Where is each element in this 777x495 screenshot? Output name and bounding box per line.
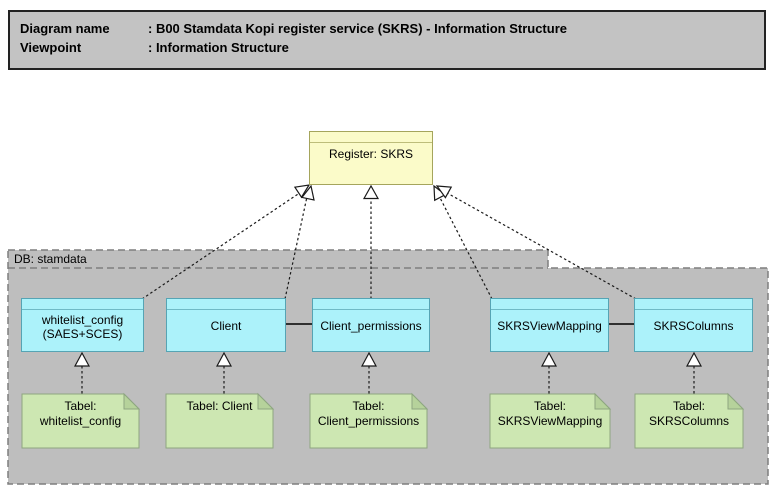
- entity-label: whitelist_config (SAES+SCES): [41, 313, 124, 341]
- note-fold-icon: [727, 392, 745, 410]
- arrowhead-icon: [685, 351, 703, 367]
- note-client-shape[interactable]: [165, 393, 274, 449]
- entity-client-permissions[interactable]: Client_permissions: [312, 298, 430, 352]
- node-compartment: [313, 299, 429, 310]
- entity-label: Client: [210, 319, 242, 333]
- arrowhead-icon: [540, 351, 558, 367]
- register-skrs-node[interactable]: Register: SKRS: [309, 131, 433, 185]
- node-compartment: [491, 299, 608, 310]
- group-label: DB: stamdata: [14, 252, 87, 266]
- note-arrowheads: [73, 351, 703, 367]
- note-client-permissions-label: Tabel: Client_permissions: [317, 399, 420, 428]
- title-row: Diagram name : B00 Stamdata Kopi registe…: [20, 19, 764, 38]
- note-whitelist-config-shape[interactable]: [21, 393, 140, 449]
- arrowhead-icon: [73, 351, 91, 367]
- viewpoint-label: Viewpoint: [20, 40, 82, 55]
- register-skrs-label: Register: SKRS: [328, 147, 414, 161]
- note-fold-icon: [257, 392, 275, 410]
- arrowhead-icon: [300, 184, 315, 201]
- entity-whitelist-config[interactable]: whitelist_config (SAES+SCES): [21, 298, 144, 352]
- diagram-title-box: Diagram name : B00 Stamdata Kopi registe…: [8, 10, 766, 70]
- arrowhead-icon: [215, 351, 233, 367]
- title-value: : B00 Stamdata Kopi register service (SK…: [148, 21, 567, 36]
- entity-label: SKRSColumns: [653, 319, 734, 333]
- node-compartment: [22, 299, 143, 310]
- note-client-permissions-shape[interactable]: [309, 393, 428, 449]
- viewpoint-row: Viewpoint : Information Structure: [20, 38, 764, 57]
- arrowhead-icon: [362, 184, 380, 200]
- entity-label: Client_permissions: [320, 319, 422, 333]
- entity-skrsviewmapping[interactable]: SKRSViewMapping: [490, 298, 609, 352]
- realization-lines: [141, 188, 637, 300]
- arrowhead-icon: [435, 185, 453, 199]
- note-fold-icon: [411, 392, 429, 410]
- note-skrscolumns-label: Tabel: SKRSColumns: [648, 399, 730, 428]
- note-skrsviewmapping-shape[interactable]: [489, 393, 611, 449]
- note-whitelist-config-label: Tabel: whitelist_config: [39, 399, 122, 428]
- entity-skrscolumns[interactable]: SKRSColumns: [634, 298, 753, 352]
- note-skrscolumns-shape[interactable]: [634, 393, 744, 449]
- node-compartment: [635, 299, 752, 310]
- node-compartment: [167, 299, 285, 310]
- entity-client[interactable]: Client: [166, 298, 286, 352]
- entity-label: SKRSViewMapping: [497, 319, 602, 333]
- title-label: Diagram name: [20, 21, 110, 36]
- note-fold-icon: [594, 392, 612, 410]
- node-compartment: [310, 132, 432, 143]
- db-stamdata-group[interactable]: [7, 249, 769, 485]
- note-client-label: Tabel: Client: [186, 399, 253, 413]
- arrowhead-icon: [293, 184, 311, 199]
- realization-arrowheads: [293, 184, 453, 202]
- viewpoint-value: : Information Structure: [148, 40, 289, 55]
- note-fold-icon: [123, 392, 141, 410]
- arrowhead-icon: [360, 351, 378, 367]
- note-shapes: [21, 392, 745, 449]
- note-skrsviewmapping-label: Tabel: SKRSViewMapping: [497, 399, 603, 428]
